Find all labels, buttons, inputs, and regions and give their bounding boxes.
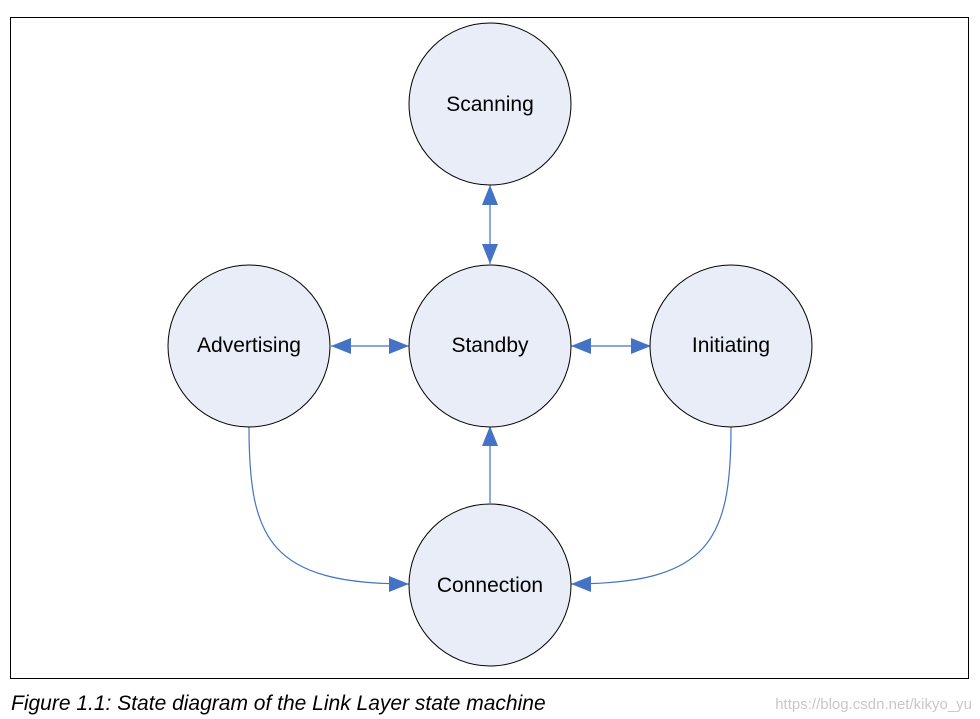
state-advertising-circle — [167, 264, 331, 428]
state-initiating-label: Initiating — [692, 334, 770, 357]
transitions — [248, 185, 732, 592]
transition-initiating-connection — [570, 426, 732, 592]
figure-caption: Figure 1.1: State diagram of the Link La… — [11, 692, 546, 715]
state-scanning-label: Scanning — [446, 93, 534, 116]
state-initiating-circle — [649, 264, 813, 428]
state-standby-circle — [408, 264, 572, 428]
state-initiating: Initiating — [649, 264, 813, 428]
transition-advertising-connection — [248, 426, 410, 592]
state-connection-label: Connection — [437, 574, 543, 597]
state-advertising-label: Advertising — [197, 334, 301, 357]
watermark: https://blog.csdn.net/kikyo_yu — [775, 696, 972, 713]
state-scanning: Scanning — [408, 22, 572, 186]
state-connection-circle — [408, 503, 572, 667]
state-standby: Standby — [408, 264, 572, 428]
state-connection: Connection — [408, 503, 572, 667]
state-standby-label: Standby — [451, 334, 529, 357]
state-scanning-circle — [408, 22, 572, 186]
figure-frame — [10, 17, 969, 679]
state-advertising: Advertising — [167, 264, 331, 428]
